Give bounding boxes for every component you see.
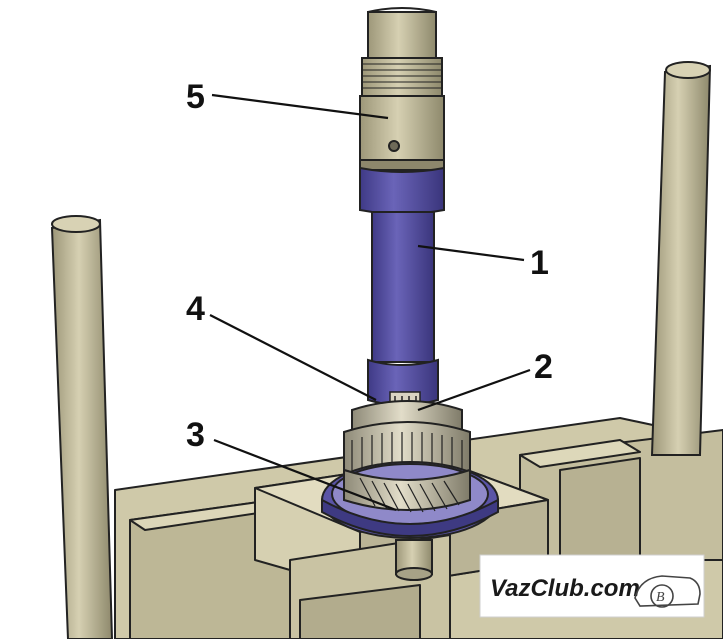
leader-line-2 xyxy=(417,368,531,412)
callout-label-3: 3 xyxy=(186,416,205,454)
svg-text:B: B xyxy=(656,590,665,605)
watermark: VazClub.com B xyxy=(479,554,705,618)
ring-part-3 xyxy=(321,461,499,539)
right-guide-rod xyxy=(650,61,712,456)
watermark-text: VazClub.com xyxy=(490,575,640,602)
adapter-part-5 xyxy=(359,57,445,171)
leader-line-3 xyxy=(213,438,397,512)
mandrel-part-1 xyxy=(359,166,445,406)
callout-label-5: 5 xyxy=(186,78,205,116)
leader-line-5 xyxy=(211,93,389,120)
leader-lines xyxy=(209,93,531,512)
callout-label-1: 1 xyxy=(530,244,549,282)
leader-line-4 xyxy=(209,314,377,401)
leader-line-1 xyxy=(417,244,525,262)
left-guide-rod xyxy=(50,215,114,639)
car-logo-icon: B xyxy=(634,575,701,608)
callout-label-2: 2 xyxy=(534,348,553,386)
callout-label-4: 4 xyxy=(186,290,205,328)
shaft-end xyxy=(395,539,433,581)
